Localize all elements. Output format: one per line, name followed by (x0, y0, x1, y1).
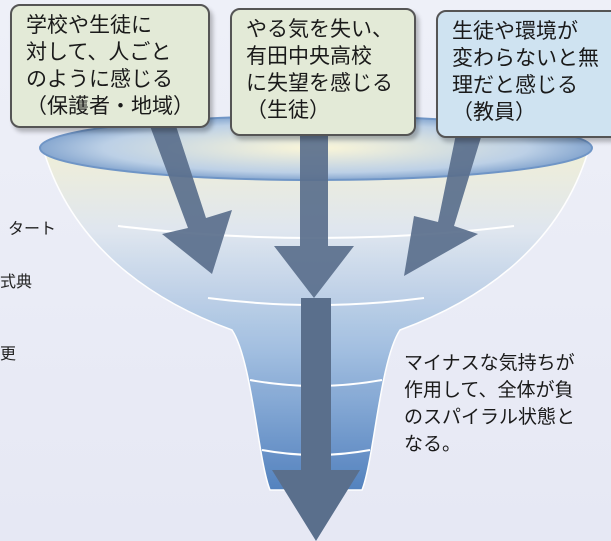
side-label: 式典 (0, 272, 33, 291)
box-line: 理だと感じる (452, 73, 578, 97)
spiral-description: マイナスな気持ちが 作用して、全体が負 のスパイラル状態と なる。 (404, 350, 575, 458)
box-line: （保護者・地域） (26, 94, 194, 118)
box-line: のように感じる (26, 67, 173, 91)
box-line: 生徒や環境が (452, 19, 578, 43)
box-line: （教員） (452, 100, 536, 124)
arrow-left (150, 126, 232, 274)
description-line: 作用して、全体が負 (404, 379, 574, 401)
arrow-center (274, 134, 354, 298)
description-line: のスパイラル状態と (404, 406, 576, 428)
arrow-right (404, 134, 482, 276)
box-line: 変わらないと無 (452, 46, 599, 70)
side-label: タート (8, 219, 57, 238)
box-line: 有田中央高校 (246, 44, 372, 68)
box-line: やる気を失い、 (246, 17, 393, 41)
box-line: （生徒） (246, 98, 330, 122)
stakeholder-box-teachers: 生徒や環境が 変わらないと無 理だと感じる （教員） (436, 10, 611, 138)
stakeholder-box-guardians: 学校や生徒に 対して、人ごと のように感じる （保護者・地域） (10, 4, 210, 128)
stakeholder-box-students: やる気を失い、 有田中央高校 に失望を感じる （生徒） (230, 8, 416, 136)
arrow-down (272, 298, 360, 541)
box-line: 学校や生徒に (26, 13, 152, 37)
description-line: なる。 (404, 433, 462, 455)
box-line: 対して、人ごと (26, 40, 172, 64)
box-line: に失望を感じる (246, 71, 393, 95)
description-line: マイナスな気持ちが (404, 352, 575, 374)
side-label: 更 (0, 344, 17, 363)
